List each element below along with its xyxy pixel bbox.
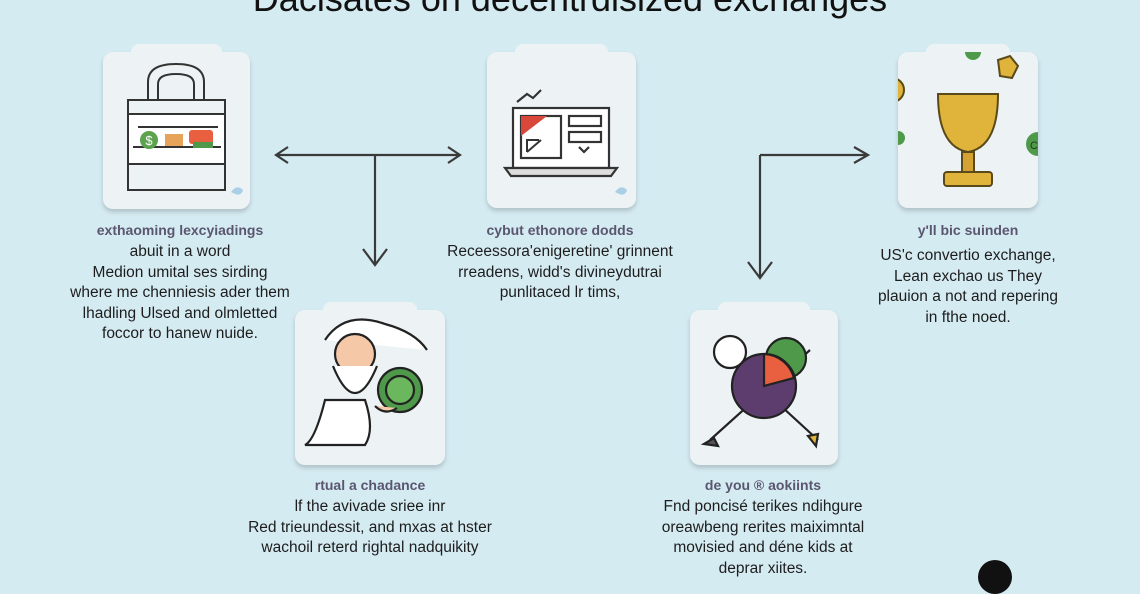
- card-bag-lock: $: [103, 44, 250, 209]
- card-line: movisied and déne kids at: [673, 539, 853, 556]
- card-heading: rtual a chadance: [314, 477, 426, 493]
- card-line: oreawbeng rerites maiximntal: [661, 518, 865, 536]
- card-line: wachoil reterd rightal nadquikity: [261, 539, 479, 556]
- arrow-down-left: [362, 155, 388, 267]
- shopping-bag-lock-icon: $: [127, 62, 243, 195]
- laptop-chart-icon: [502, 89, 627, 195]
- svg-text:$: $: [145, 133, 153, 148]
- card-line: lf the avivade sriee inr: [294, 498, 446, 515]
- card-line: foccor to hanew nuide.: [102, 325, 258, 342]
- logo-mark: [978, 560, 1012, 594]
- card-heading: exthaoming lexcyiadings: [96, 222, 264, 238]
- arrow-down-right: [747, 155, 773, 280]
- card-line: abuit in a word: [129, 243, 231, 260]
- card-line: deprar xiites.: [718, 559, 808, 577]
- card-heading: cybut ethonore dodds: [486, 222, 634, 238]
- card-line: Fnd poncisé terikes ndihgure: [663, 498, 863, 515]
- card-text-3: y'll bic suinden US'c convertio exchange…: [878, 222, 1058, 328]
- card-laptop: [487, 44, 636, 208]
- card-line: Lean exchao us They: [894, 267, 1042, 285]
- card-text-4: rtual a chadance lf the avivade sriee in…: [248, 477, 492, 559]
- card-line: Red trieundessit, and mxas at hster: [248, 518, 492, 536]
- card-line: Medion umital ses sirding: [92, 263, 268, 281]
- flow-arrows: [274, 146, 871, 280]
- card-line: US'c convertio exchange,: [880, 247, 1056, 264]
- card-heading: de you ® aokiints: [704, 477, 822, 493]
- page-title: Dacisates on decentrdisized exchanges: [0, 0, 1140, 20]
- pie-chart-tools-icon: [700, 334, 820, 449]
- card-line: plauion a not and repering: [877, 288, 1059, 305]
- card-line: punlitaced lr tims,: [499, 284, 621, 301]
- arrow-horizontal-left: [274, 146, 462, 164]
- card-text-2: cybut ethonore dodds Receessora'enigeret…: [447, 222, 673, 304]
- card-pie-tools: [690, 302, 838, 465]
- card-trophy: CU: [898, 44, 1038, 208]
- wizard-coin-icon: [304, 318, 428, 447]
- card-line: Receessora'enigeretine' grinnent: [447, 243, 673, 260]
- card-wizard: [295, 302, 445, 465]
- card-line: in fthe noed.: [925, 308, 1011, 326]
- arrow-horizontal-right: [760, 146, 871, 164]
- card-line: where me chenniesis ader them: [70, 284, 290, 301]
- card-heading: y'll bic suinden: [917, 222, 1019, 238]
- svg-text:CU: CU: [1030, 140, 1038, 152]
- card-line: lhadling Ulsed and olmletted: [82, 304, 278, 322]
- card-text-1: exthaoming lexcyiadings abuit in a word …: [70, 222, 290, 345]
- card-line: rreadens, widd's divineydutrai: [458, 263, 662, 281]
- trophy-coins-icon: CU: [898, 52, 1038, 187]
- card-text-5: de you ® aokiints Fnd poncisé terikes nd…: [662, 477, 864, 579]
